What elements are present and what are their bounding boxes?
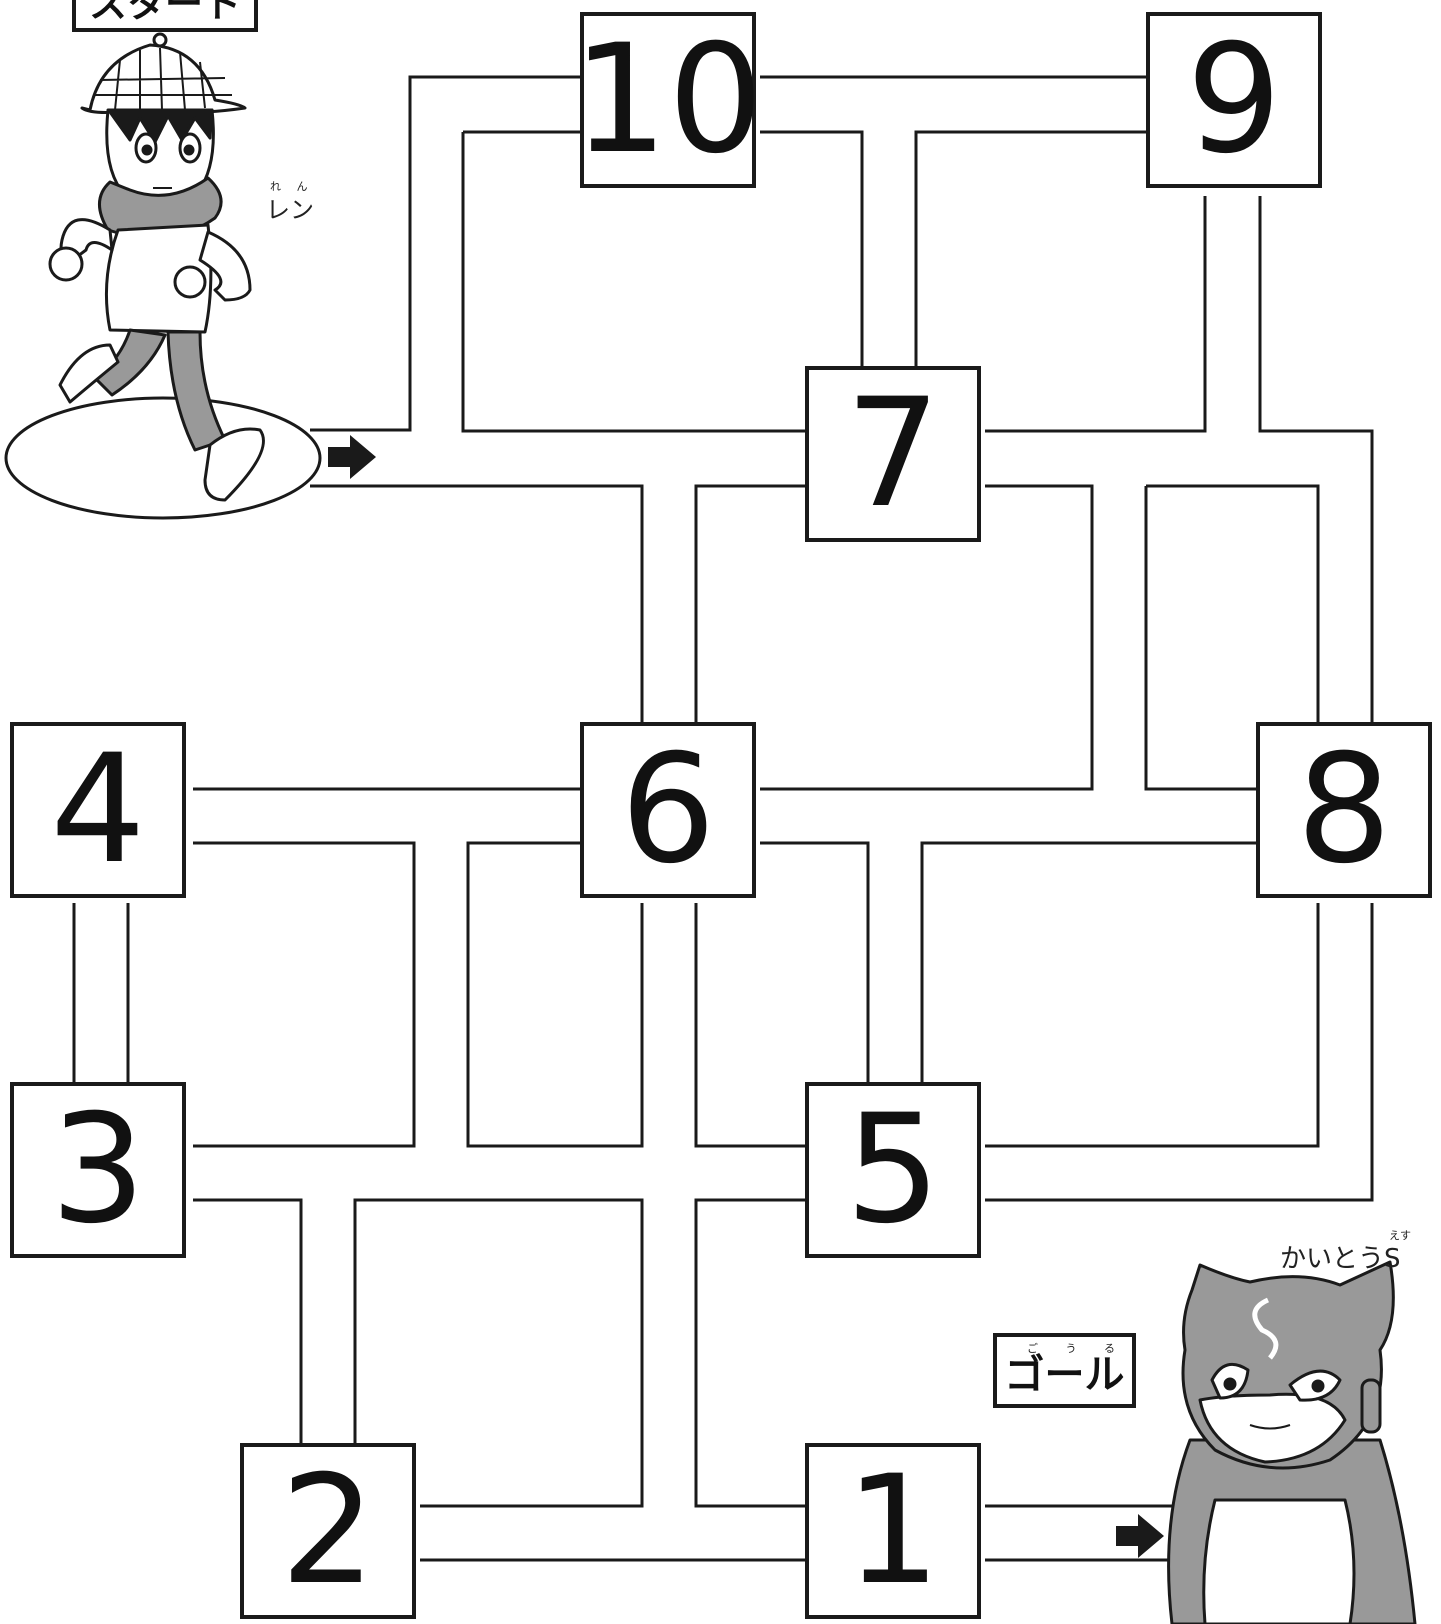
number-label: 8 <box>1296 735 1391 885</box>
start-oval <box>6 398 320 518</box>
goal-ruby: ご う る <box>1027 1340 1127 1356</box>
number-label: 1 <box>845 1456 940 1606</box>
number-label: 7 <box>845 379 940 529</box>
number-label: 5 <box>845 1095 940 1245</box>
villain-name: かいとうS <box>1280 1238 1401 1275</box>
number-box-10[interactable]: 10 <box>580 12 756 188</box>
number-box-1[interactable]: 1 <box>805 1443 981 1619</box>
phantom-thief-character <box>1169 1262 1415 1624</box>
number-label: 6 <box>620 735 715 885</box>
number-label: 3 <box>50 1095 145 1245</box>
number-label: 10 <box>573 25 764 175</box>
hero-name: レン <box>266 190 314 225</box>
goal-arrow-icon <box>1116 1514 1164 1558</box>
number-box-4[interactable]: 4 <box>10 722 186 898</box>
start-label-text: スタート <box>89 0 241 28</box>
number-box-7[interactable]: 7 <box>805 366 981 542</box>
start-arrow-icon <box>328 435 376 479</box>
number-box-3[interactable]: 3 <box>10 1082 186 1258</box>
number-box-5[interactable]: 5 <box>805 1082 981 1258</box>
number-box-2[interactable]: 2 <box>240 1443 416 1619</box>
number-label: 2 <box>280 1456 375 1606</box>
number-label: 9 <box>1186 25 1281 175</box>
number-label: 4 <box>50 735 145 885</box>
start-label: スタート <box>72 0 258 32</box>
number-box-8[interactable]: 8 <box>1256 722 1432 898</box>
number-box-6[interactable]: 6 <box>580 722 756 898</box>
number-box-9[interactable]: 9 <box>1146 12 1322 188</box>
